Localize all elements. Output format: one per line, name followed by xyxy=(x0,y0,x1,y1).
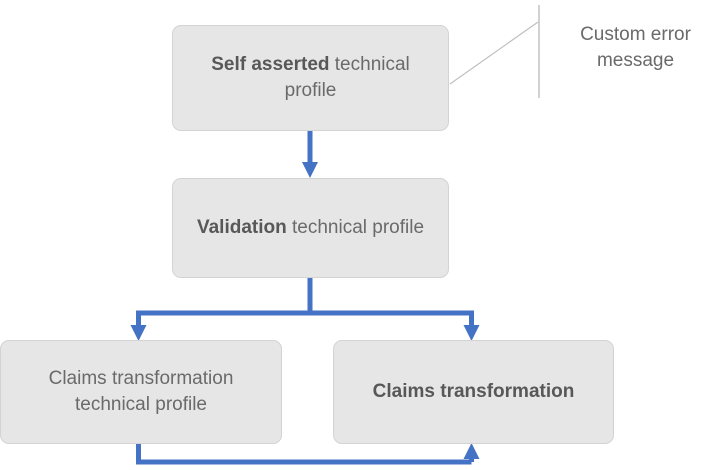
connector-validation-split xyxy=(130,278,480,341)
node-self-asserted-bold-text: Self asserted xyxy=(211,54,330,76)
node-self-asserted-technical-profile[interactable]: Self asserted technical profile xyxy=(172,25,449,131)
callout-leader-group xyxy=(449,5,540,98)
connector-bottom-feedback xyxy=(136,443,480,465)
node-claims-transformation-technical-profile[interactable]: Claims transformation technical profile xyxy=(0,340,282,444)
node-validation-technical-profile[interactable]: Validation technical profile xyxy=(172,178,449,278)
node-validation-bold-text: Validation xyxy=(196,217,287,239)
callout-diagonal-line xyxy=(449,21,539,85)
node-validation-regular-text: technical profile xyxy=(286,217,425,239)
node-self-asserted-regular-text: technical profile xyxy=(284,54,410,101)
callout-custom-error-message: Custom error message xyxy=(580,24,691,72)
node-claims-transformation-label: Claims transformation xyxy=(346,379,601,405)
node-validation-label: Validation technical profile xyxy=(185,215,436,241)
node-self-asserted-label: Self asserted technical profile xyxy=(185,52,436,103)
connector-self-asserted-to-validation xyxy=(302,131,318,178)
node-claims-transformation-tp-label: Claims transformation technical profile xyxy=(13,366,269,417)
node-claims-transformation[interactable]: Claims transformation xyxy=(333,340,614,444)
node-claims-transformation-bold-text: Claims transformation xyxy=(372,381,575,403)
node-claims-transformation-tp-regular-text: Claims transformation technical profile xyxy=(48,368,234,415)
